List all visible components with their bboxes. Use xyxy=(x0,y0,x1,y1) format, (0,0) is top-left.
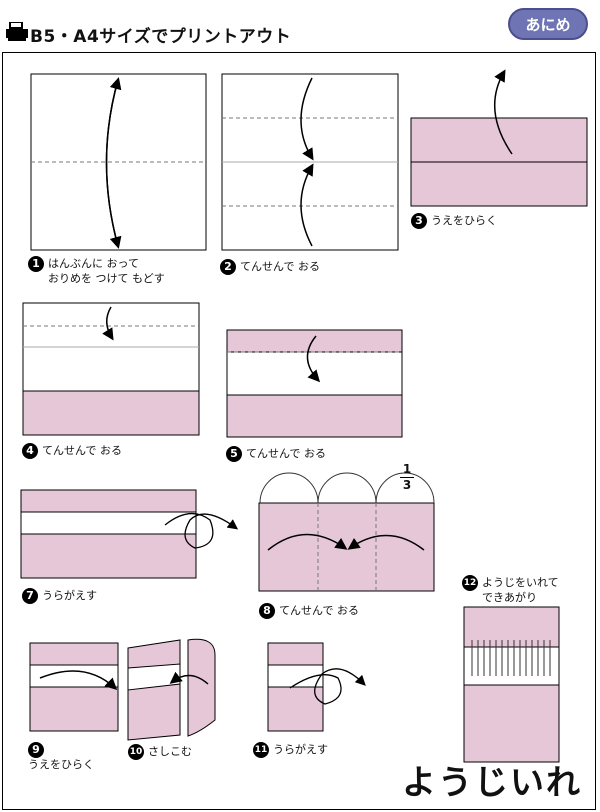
step-number: 3 xyxy=(411,213,427,229)
step-text: てんせんで おる xyxy=(246,447,326,460)
step8-paper xyxy=(258,502,435,592)
step-4-caption: 4 てんせんで おる xyxy=(22,443,122,459)
step-text: うらがえす xyxy=(42,589,97,602)
anime-badge[interactable]: あにめ xyxy=(508,8,588,40)
step-text: うらがえす xyxy=(273,743,328,756)
step-text: うえをひらく xyxy=(431,214,497,227)
step-text: ようじをいれて xyxy=(482,576,559,589)
craft-title: ようじいれ xyxy=(402,763,582,803)
step-text-2: おりめを つけて もどす xyxy=(48,272,165,285)
step-5-caption: 5 てんせんで おる xyxy=(226,446,326,462)
step-number: 11 xyxy=(253,742,269,758)
printer-icon xyxy=(6,22,28,41)
page-title: B5・A4サイズでプリントアウト xyxy=(30,27,292,47)
step-1-caption: 1 はんぶんに おって おりめを つけて もどす xyxy=(28,256,165,286)
step-number: 12 xyxy=(462,575,478,591)
step10-paper xyxy=(127,639,181,741)
step-number: 8 xyxy=(259,603,275,619)
toothpicks xyxy=(471,640,551,676)
step-number: 9 xyxy=(28,742,44,758)
step-3-caption: 3 うえをひらく xyxy=(411,213,497,229)
step-text: さしこむ xyxy=(148,745,192,758)
step-text: てんせんで おる xyxy=(240,260,320,273)
step-text: てんせんで おる xyxy=(42,444,122,457)
step-11-caption: 11 うらがえす xyxy=(253,742,328,758)
fraction-denominator: 3 xyxy=(402,478,412,492)
step-number: 1 xyxy=(28,256,44,272)
step-text-2: できあがり xyxy=(482,591,537,604)
fraction-numerator: 1 xyxy=(402,462,412,476)
fraction-bar xyxy=(400,477,414,478)
step-text: てんせんで おる xyxy=(279,604,359,617)
step-12-caption: 12 ようじをいれて できあがり xyxy=(462,575,559,605)
step-9-caption: 9 うえをひらく xyxy=(28,742,94,772)
step-number: 7 xyxy=(22,588,38,604)
step-text: うえをひらく xyxy=(28,758,94,771)
step-text: はんぶんに おって xyxy=(48,257,139,270)
step-2-caption: 2 てんせんで おる xyxy=(220,259,320,275)
step-number: 2 xyxy=(220,259,236,275)
step-7-caption: 7 うらがえす xyxy=(22,588,97,604)
step-number: 10 xyxy=(128,744,144,760)
step-number: 5 xyxy=(226,446,242,462)
step-10-caption: 10 さしこむ xyxy=(128,744,192,760)
fraction-one-third: 1 3 xyxy=(399,463,415,492)
content-frame xyxy=(2,52,596,810)
step-number: 4 xyxy=(22,443,38,459)
step-8-caption: 8 てんせんで おる xyxy=(259,603,359,619)
